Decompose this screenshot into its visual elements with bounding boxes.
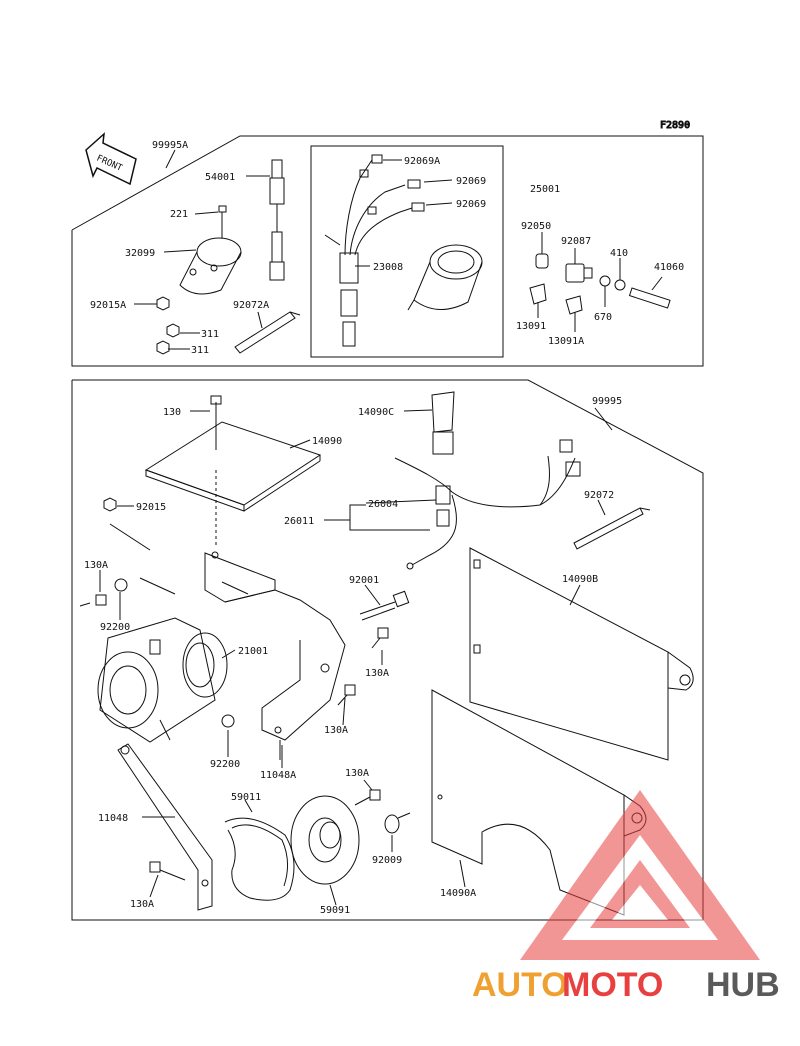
label-130A-left: 130A (84, 560, 108, 571)
label-99995A: 99995A (152, 140, 188, 151)
label-92069-lower: 92069 (456, 199, 486, 210)
front-arrow-icon: FRONT (85, 132, 137, 186)
bracket-11048A-part (204, 551, 346, 760)
label-59091: 59091 (320, 905, 350, 916)
label-410: 410 (610, 248, 628, 259)
v-belt-59011-part (224, 817, 295, 901)
harness-26011-part (394, 439, 581, 570)
bolt-130A-left-part (79, 594, 107, 607)
meter-harness-part (324, 154, 425, 347)
label-92009: 92009 (372, 855, 402, 866)
label-130-top: 130 (163, 407, 181, 418)
label-670: 670 (594, 312, 612, 323)
bolt-92001-part (359, 590, 410, 621)
adjuster-11048-part (117, 743, 213, 911)
label-41060: 41060 (654, 262, 684, 273)
label-26004: 26004 (368, 499, 398, 510)
figure-code: F2890 (660, 120, 690, 131)
label-130A-right: 130A (365, 668, 389, 679)
label-130A-pulley: 130A (345, 768, 369, 779)
label-14090B: 14090B (562, 574, 598, 585)
meter-cable-part (269, 159, 285, 281)
label-311-lower: 311 (191, 345, 209, 356)
label-92072A: 92072A (233, 300, 269, 311)
label-92072: 92072 (584, 490, 614, 501)
logo-text-hub: HUB (706, 966, 780, 1004)
cable-tie-92072A-part (234, 311, 301, 354)
label-92015: 92015 (136, 502, 166, 513)
label-130A-bottom: 130A (130, 899, 154, 910)
washer-92200-upper-part (114, 578, 128, 592)
label-23008: 23008 (373, 262, 403, 273)
nut-92015-part (103, 497, 117, 512)
label-92069A: 92069A (404, 156, 440, 167)
label-92015A: 92015A (90, 300, 126, 311)
pulley-59091-part (290, 795, 360, 885)
label-92087: 92087 (561, 236, 591, 247)
label-11048: 11048 (98, 813, 128, 824)
label-25001: 25001 (530, 184, 560, 195)
cable-tie-92072-part (573, 507, 651, 550)
bolt-130A-mid-part (337, 684, 356, 706)
meter-bracket-part (179, 205, 242, 295)
bolt-92009-part (384, 812, 411, 834)
switch-parts-group (529, 253, 671, 315)
plate-14090-part (144, 395, 322, 545)
nut-92015A-part (156, 296, 170, 311)
label-130A-mid: 130A (324, 725, 348, 736)
label-221: 221 (170, 209, 188, 220)
v-belt-inner-edge (231, 824, 288, 887)
bolt-130A-upper-part (371, 627, 389, 649)
nut-311-lower-part (156, 340, 170, 355)
label-14090C: 14090C (358, 407, 394, 418)
part-labels: 99995A 54001 221 32099 92015A 311 311 92… (84, 140, 684, 916)
label-59011: 59011 (231, 792, 261, 803)
label-92050: 92050 (521, 221, 551, 232)
wire-holder-14090C-part (431, 391, 455, 455)
label-32099: 32099 (125, 248, 155, 259)
label-92001: 92001 (349, 575, 379, 586)
upper-panel-border (71, 135, 704, 367)
cover-14090B-part (469, 547, 694, 761)
label-54001: 54001 (205, 172, 235, 183)
label-14090A: 14090A (440, 888, 476, 899)
bolt-130A-bottom-part (149, 861, 186, 881)
alternator-21001-part (97, 617, 228, 743)
label-311-upper: 311 (201, 329, 219, 340)
lower-panel-border (71, 379, 704, 921)
label-99995: 99995 (592, 396, 622, 407)
label-92069-upper: 92069 (456, 176, 486, 187)
label-21001: 21001 (238, 646, 268, 657)
label-92200-upper: 92200 (100, 622, 130, 633)
label-14090: 14090 (312, 436, 342, 447)
label-26011: 26011 (284, 516, 314, 527)
meter-assembly-box (310, 145, 504, 358)
hour-meter-part (407, 244, 483, 311)
label-92200-lower: 92200 (210, 759, 240, 770)
label-13091A: 13091A (548, 336, 584, 347)
washer-92200-lower-part (221, 714, 235, 728)
logo-text-auto: AUTO (472, 966, 568, 1004)
leader-lines (99, 149, 663, 906)
label-11048A: 11048A (260, 770, 296, 781)
bolt-130A-pulley-part (354, 789, 381, 806)
automotohub-logo: AUTO MOTO HUB (472, 790, 780, 1004)
label-13091: 13091 (516, 321, 546, 332)
logo-text-moto: MOTO (562, 966, 663, 1004)
nut-311-upper-part (166, 323, 180, 338)
